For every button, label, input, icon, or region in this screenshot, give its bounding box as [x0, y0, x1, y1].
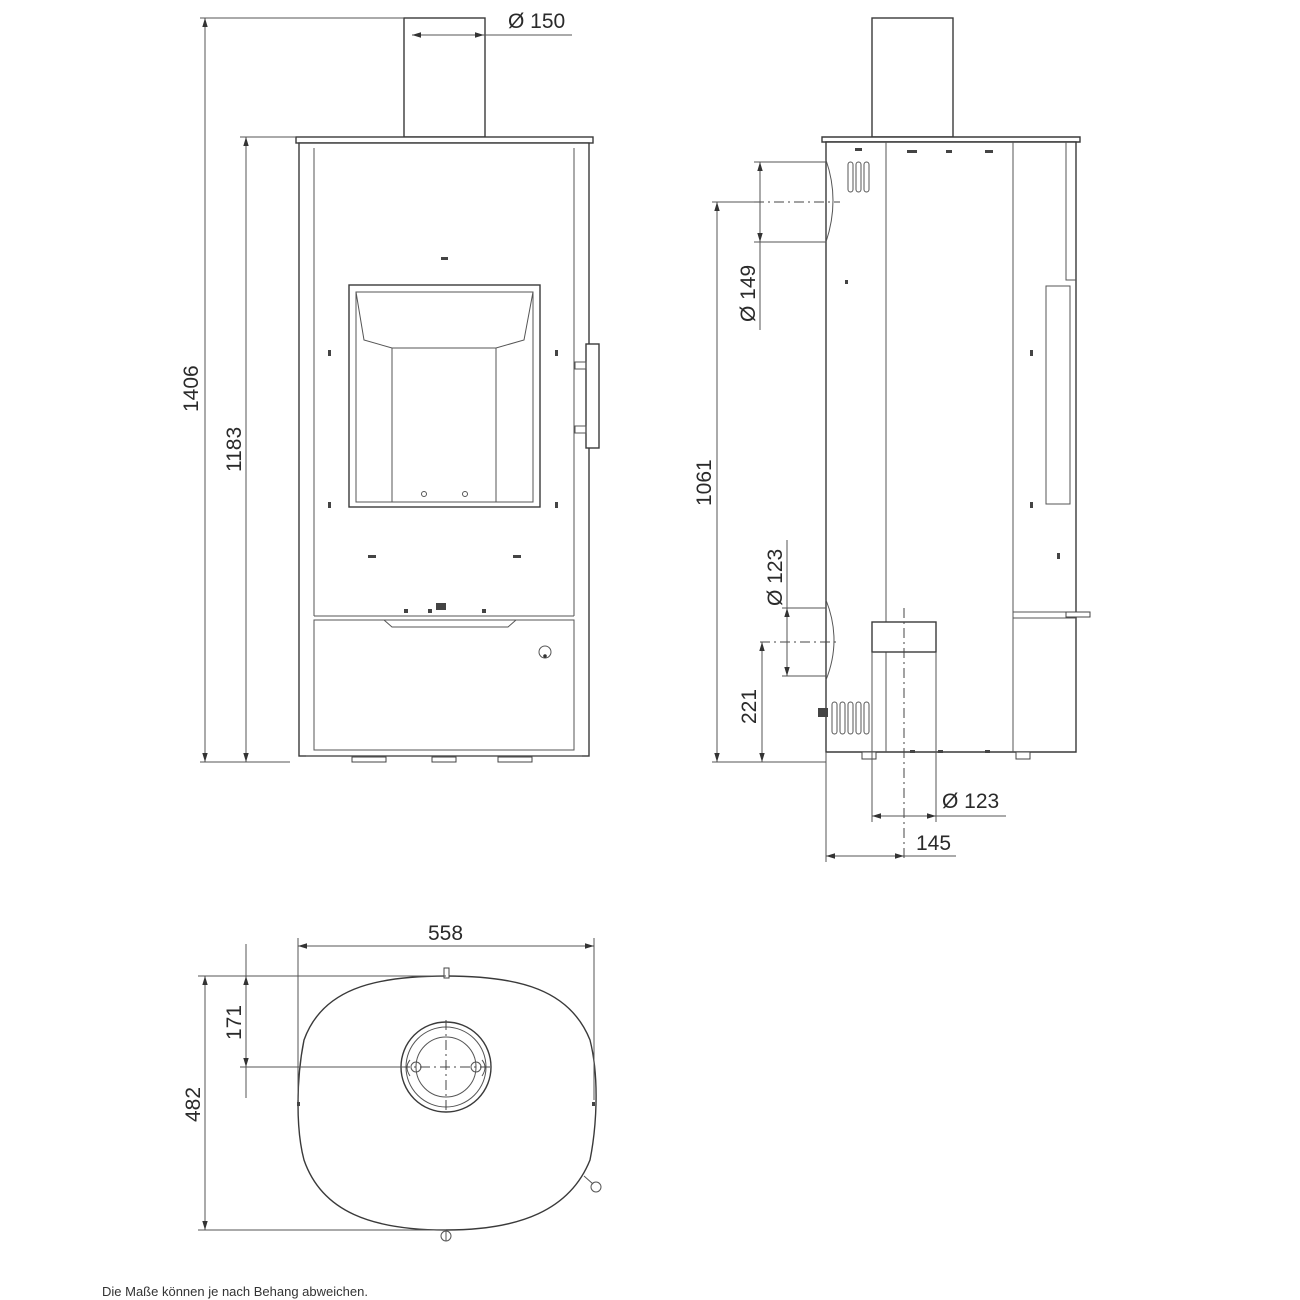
dim-flue-diameter: Ø 150: [508, 10, 565, 33]
front-ash-drawer: [313, 619, 575, 751]
dim-air-inlet-rear-height: 221: [738, 689, 761, 724]
front-door-handle: [585, 343, 600, 449]
footnote: Die Maße können je nach Behang abweichen…: [102, 1284, 368, 1299]
side-vent-bottom: [818, 701, 870, 735]
dim-rear-flue-diameter: Ø 149: [737, 265, 760, 322]
side-body: [825, 141, 1077, 753]
front-top-plate: [295, 136, 594, 144]
front-flue-pipe: [403, 17, 486, 138]
dim-air-inlet-bottom-diameter: Ø 123: [942, 790, 999, 813]
drawer-knob: [538, 645, 552, 659]
dim-air-inlet-bottom-offset: 145: [916, 832, 951, 855]
side-view: Ø 149 1061 Ø 123 221 Ø 123 145: [693, 17, 1091, 862]
dim-total-height: 1406: [180, 365, 203, 412]
top-view: 558 482 171: [182, 922, 602, 1242]
dim-body-height: 1183: [223, 427, 246, 472]
dim-depth: 482: [182, 1087, 205, 1122]
side-vent-top: [847, 161, 870, 193]
dim-rear-flue-height: 1061: [693, 459, 716, 506]
side-flue-pipe: [871, 17, 954, 138]
front-door: [348, 284, 541, 508]
dim-width: 558: [428, 922, 463, 945]
dim-flue-offset: 171: [223, 1005, 246, 1040]
dim-air-inlet-rear-diameter: Ø 123: [764, 549, 787, 606]
front-view: Ø 150 1406 1183: [180, 10, 600, 763]
